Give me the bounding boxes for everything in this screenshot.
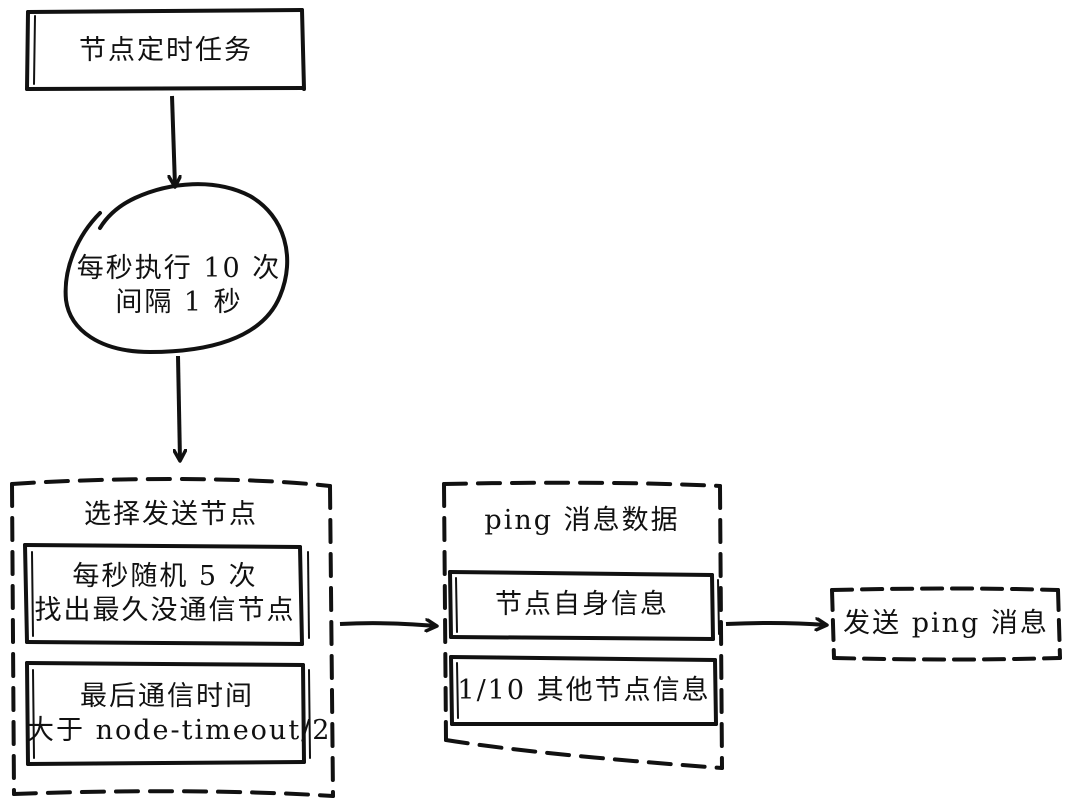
arrow-ping-data-to-send [725,623,826,625]
send-label: 发送 ping 消息 [843,608,1049,639]
select-rule1-box [23,543,310,646]
select-rule2-label: 最后通信时间 大于 node-timeout/2 [27,681,332,746]
ping-data-group-box [442,480,724,770]
other-info-label: 1/10 其他节点信息 [457,675,711,706]
send-box [830,586,1062,662]
task-box [25,8,306,91]
select-rule1-label: 每秒随机 5 次 找出最久没通信节点 [34,561,296,626]
task-label: 节点定时任务 [79,35,253,66]
select-group-box [10,477,335,798]
arrow-schedule-to-select [178,355,180,460]
other-info-box [449,655,718,726]
arrow-select-to-ping-data [339,623,436,626]
arrow-task-to-schedule [172,95,175,186]
schedule-label: 每秒执行 10 次 间隔 1 秒 [76,253,282,318]
self-info-label: 节点自身信息 [495,589,669,620]
ping-data-title: ping 消息数据 [484,505,680,536]
select-rule2-box [25,661,311,766]
self-info-box [448,570,720,641]
schedule-blob [63,182,290,355]
select-title: 选择发送节点 [84,499,258,530]
